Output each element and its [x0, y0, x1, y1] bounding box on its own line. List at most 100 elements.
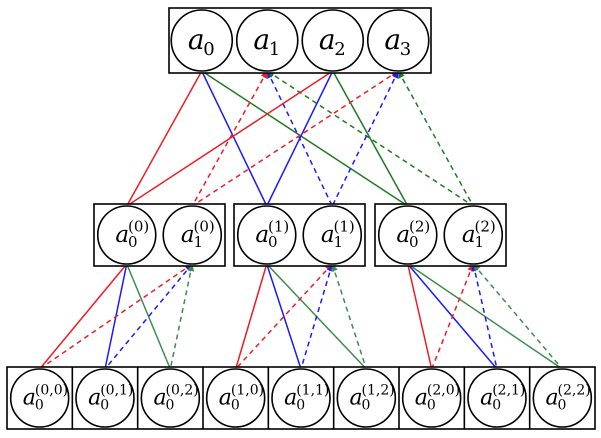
edge-blue-dashed	[331, 70, 399, 207]
edge-blue-dashed	[104, 263, 193, 370]
node-superscript: (0)	[194, 218, 215, 236]
node-a1-2: a1(2)	[443, 205, 504, 265]
node-a0-12: a0(1,2)	[336, 368, 397, 428]
node-superscript: (2,0)	[427, 383, 460, 399]
edge-blue-solid	[201, 70, 268, 207]
node-subscript: 0	[203, 39, 214, 60]
edge-red-solid	[126, 70, 203, 207]
node-a2: a2	[301, 9, 365, 72]
node-subscript: 2	[334, 39, 345, 60]
node-circle	[170, 9, 234, 72]
node-a1-1: a1(1)	[302, 205, 363, 265]
node-superscript: (1)	[268, 218, 289, 236]
node-a0-20: a0(2,0)	[401, 368, 462, 428]
edge-lightgreen-dashed	[169, 263, 193, 370]
node-a0-22: a0(2,2)	[532, 368, 593, 428]
node-base-letter: a	[181, 222, 195, 248]
node-base-letter: a	[462, 222, 476, 248]
node-circle	[377, 205, 438, 265]
node-circle	[162, 205, 223, 265]
node-base-letter: a	[219, 386, 232, 411]
node-a0-01: a0(0,1)	[75, 368, 135, 428]
node-circle	[302, 205, 363, 265]
edge-blue-dashed	[300, 263, 333, 370]
node-base-letter: a	[153, 386, 166, 411]
node-superscript: (0,0)	[35, 383, 68, 399]
node-circle	[205, 368, 266, 428]
edge-red-solid	[407, 263, 433, 370]
edge-red-dashed	[191, 70, 399, 207]
node-subscript: 0	[362, 398, 371, 414]
node-subscript: 1	[334, 233, 344, 251]
node-base-letter: a	[349, 386, 362, 411]
node-base-letter: a	[253, 23, 270, 56]
node-superscript: (1,2)	[362, 383, 395, 399]
edge-lightgreen-dashed	[331, 263, 368, 370]
node-base-letter: a	[319, 23, 336, 56]
edge-red-dashed	[430, 263, 474, 370]
node-base-letter: a	[545, 386, 558, 411]
edge-blue-solid	[266, 263, 302, 370]
node-circle	[336, 368, 397, 428]
node-base-letter: a	[115, 222, 129, 248]
edge-red-solid	[39, 263, 128, 370]
edge-green-dashed	[397, 70, 474, 207]
node-subscript: 0	[558, 398, 567, 414]
node-circle	[301, 9, 365, 72]
node-superscript: (0)	[128, 218, 149, 236]
node-subscript: 0	[100, 398, 109, 414]
node-base-letter: a	[23, 386, 36, 411]
node-subscript: 0	[268, 233, 278, 251]
node-circle	[443, 205, 504, 265]
node-a3: a3	[366, 9, 430, 72]
node-superscript: (1,1)	[296, 383, 329, 399]
node-a1: a1	[235, 9, 299, 72]
node-circle	[401, 368, 462, 428]
edge-blue-solid	[266, 70, 334, 207]
boxes-layer	[6, 7, 596, 430]
node-subscript: 1	[269, 39, 280, 60]
node-a0-21: a0(2,1)	[467, 368, 527, 428]
node-a0-00: a0(0,0)	[9, 368, 70, 428]
node-base-letter: a	[396, 222, 410, 248]
node-base-letter: a	[88, 386, 101, 411]
node-base-letter: a	[415, 386, 428, 411]
node-subscript: 1	[475, 233, 485, 251]
node-base-letter: a	[255, 222, 269, 248]
node-circle	[140, 368, 201, 428]
node-circle	[366, 9, 430, 72]
node-a0-1: a0(1)	[236, 205, 297, 265]
node-a0-02: a0(0,2)	[140, 368, 201, 428]
edge-red-solid	[234, 263, 268, 370]
node-superscript: (2)	[409, 218, 430, 236]
node-subscript: 3	[400, 39, 411, 60]
edge-green-solid	[332, 70, 409, 207]
edge-lightgreen-solid	[126, 263, 172, 370]
node-a1-0: a1(0)	[162, 205, 223, 265]
node-base-letter: a	[284, 386, 297, 411]
node-a0: a0	[170, 9, 234, 72]
node-circle	[235, 9, 299, 72]
edge-lightgreen-solid	[407, 263, 563, 370]
node-circle	[271, 368, 331, 428]
edge-red-dashed	[39, 263, 193, 370]
node-superscript: (2,2)	[558, 383, 591, 399]
node-circle	[75, 368, 135, 428]
node-base-letter: a	[188, 23, 205, 56]
node-a0-11: a0(1,1)	[271, 368, 331, 428]
node-subscript: 0	[231, 398, 240, 414]
node-superscript: (2)	[475, 218, 496, 236]
node-superscript: (0,1)	[100, 383, 133, 399]
edge-red-dashed	[191, 70, 268, 207]
node-a0-10: a0(1,0)	[205, 368, 266, 428]
node-superscript: (1,0)	[231, 383, 264, 399]
node-subscript: 0	[166, 398, 175, 414]
node-subscript: 0	[128, 233, 138, 251]
node-superscript: (1)	[334, 218, 355, 236]
node-circle	[532, 368, 593, 428]
edge-lightgreen-dashed	[472, 263, 563, 370]
node-base-letter: a	[321, 222, 335, 248]
node-circle	[9, 368, 70, 428]
